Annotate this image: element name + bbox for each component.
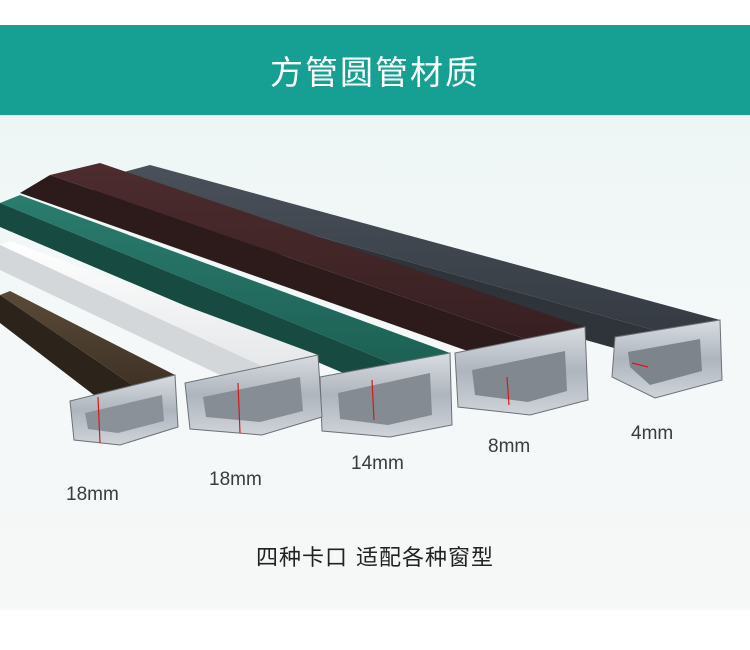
size-label-profile-1: 18mm xyxy=(66,484,119,505)
page-title: 方管圆管材质 xyxy=(270,53,480,92)
caption: 四种卡口 适配各种窗型 xyxy=(256,546,494,571)
size-label-profile-4: 8mm xyxy=(488,436,531,457)
profile-bronze xyxy=(0,291,179,446)
title-banner xyxy=(0,25,750,115)
aluminum-profiles-photo xyxy=(0,163,723,446)
profile-green xyxy=(0,195,453,438)
size-label-profile-5: 4mm xyxy=(631,423,674,444)
size-label-profile-2: 18mm xyxy=(209,469,262,490)
size-label-profile-3: 14mm xyxy=(351,453,404,474)
profile-white xyxy=(0,241,323,436)
profile-maroon xyxy=(20,163,589,416)
